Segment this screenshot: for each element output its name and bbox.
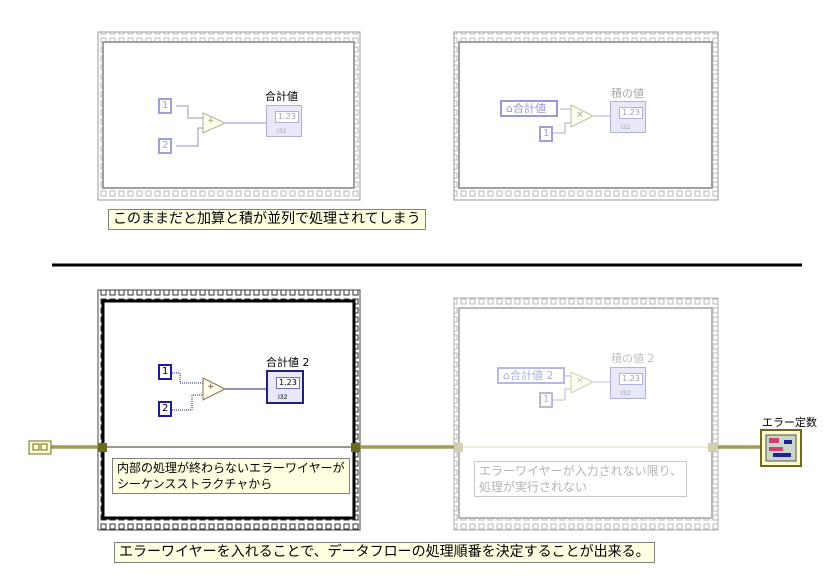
sum-indicator-2[interactable]: 1.23 I32 bbox=[266, 370, 304, 404]
constant-1-2[interactable]: 1 bbox=[158, 364, 173, 380]
error-constant-label: エラー定数 bbox=[762, 416, 817, 429]
multiply-symbol: × bbox=[576, 110, 584, 120]
product-indicator-2[interactable]: 1.23 I32 bbox=[610, 367, 646, 399]
multiply-symbol-2: × bbox=[576, 376, 584, 386]
multiply-node[interactable] bbox=[570, 104, 595, 128]
local-variable-label: 合計値 bbox=[512, 102, 546, 115]
tunnel-in-1[interactable] bbox=[98, 443, 107, 452]
note-error-wire-from-sequence: 内部の処理が終わらないエラーワイヤーが シーケンスストラクチャから bbox=[112, 458, 350, 494]
add-symbol-2: + bbox=[207, 382, 215, 392]
product-indicator-label: 積の値 bbox=[611, 87, 644, 100]
sum-indicator[interactable]: 1.23 I32 bbox=[266, 105, 302, 137]
indicator-type: I32 bbox=[278, 394, 288, 401]
note-dataflow-order: エラーワイヤーを入れることで、データフローの処理順番を決定することが出来る。 bbox=[114, 542, 655, 563]
product-indicator-2-label: 積の値 2 bbox=[611, 352, 655, 365]
indicator-value: 1.23 bbox=[619, 373, 643, 385]
local-variable-sum[interactable]: ⌂合計値 bbox=[500, 100, 558, 117]
note-parallel: このままだと加算と積が並列で処理されてしまう bbox=[108, 209, 426, 230]
indicator-value: 1.23 bbox=[619, 107, 643, 119]
sum-indicator-2-label: 合計値 2 bbox=[266, 356, 310, 369]
constant-1b[interactable]: 1 bbox=[539, 126, 554, 142]
note-not-executed: エラーワイヤーが入力されない限り、 処理が実行されない bbox=[474, 461, 688, 497]
indicator-value: 1.23 bbox=[275, 111, 299, 123]
tunnel-in-2[interactable] bbox=[454, 443, 463, 452]
sequence-frame-bottom-right[interactable] bbox=[453, 297, 719, 531]
multiply-node-2[interactable] bbox=[570, 371, 595, 394]
sum-indicator-label: 合計値 bbox=[265, 90, 298, 103]
constant-1b-2[interactable]: 1 bbox=[539, 392, 554, 408]
add-node[interactable] bbox=[202, 112, 227, 134]
sequence-frame-top-left[interactable] bbox=[97, 31, 361, 201]
constant-1[interactable]: 1 bbox=[158, 98, 173, 114]
local-variable-label: 合計値 2 bbox=[509, 369, 554, 382]
tunnel-out-1[interactable] bbox=[351, 443, 360, 452]
constant-2[interactable]: 2 bbox=[158, 138, 173, 154]
error-cluster-source-icon[interactable] bbox=[28, 440, 52, 455]
constant-2-2[interactable]: 2 bbox=[158, 401, 173, 417]
local-variable-sum-2[interactable]: ⌂合計値 2 bbox=[497, 367, 566, 384]
product-indicator[interactable]: 1.23 I32 bbox=[610, 101, 646, 133]
add-symbol: + bbox=[207, 116, 215, 126]
indicator-type: I32 bbox=[621, 390, 631, 397]
add-node-2[interactable] bbox=[202, 377, 227, 401]
error-constant-icon[interactable] bbox=[760, 429, 802, 467]
tunnel-out-2[interactable] bbox=[708, 443, 717, 452]
sequence-frame-bottom-left[interactable] bbox=[97, 289, 361, 531]
indicator-type: I32 bbox=[277, 128, 287, 135]
indicator-type: I32 bbox=[621, 124, 631, 131]
indicator-value: 1.23 bbox=[276, 377, 300, 389]
